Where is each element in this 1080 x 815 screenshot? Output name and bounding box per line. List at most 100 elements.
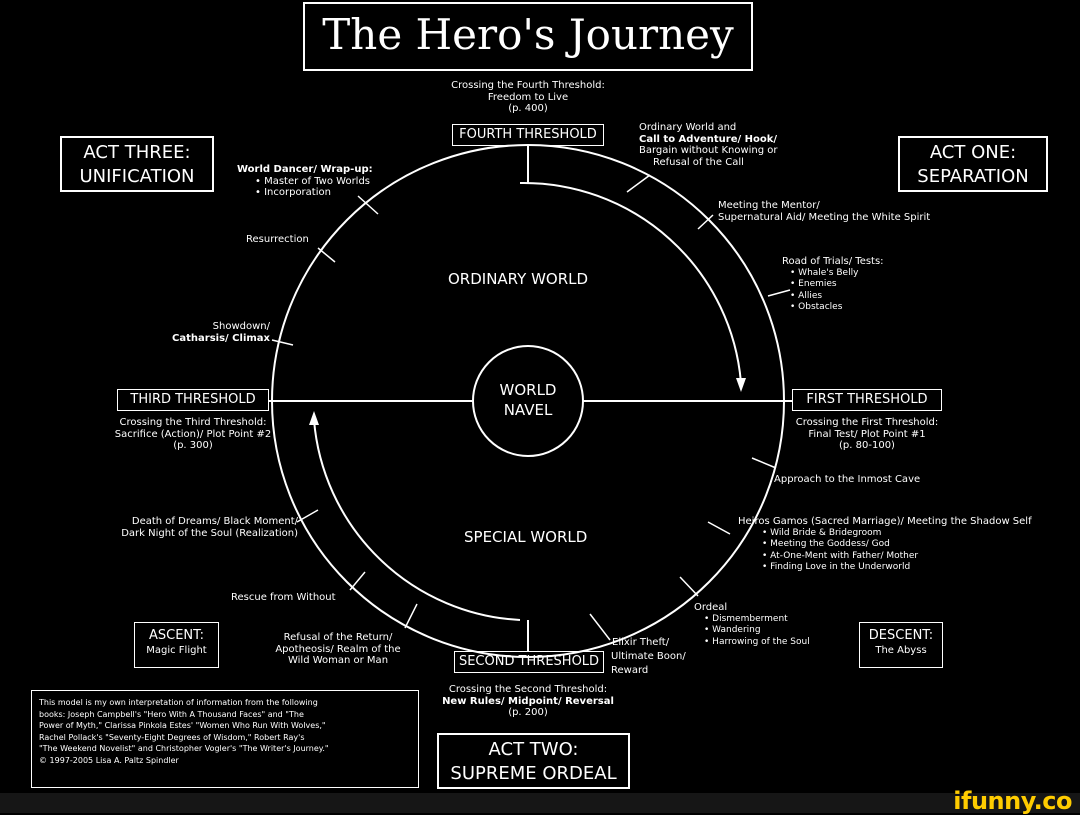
list-item: Wandering [704,625,834,637]
descent-sub: The Abyss [875,645,927,656]
arc-act-one [519,181,742,384]
stage-line: Death of Dreams/ Black Moment/ [131,516,298,527]
stage-ultimate-boon: Ultimate Boon/ [611,651,686,662]
ordeal-list: Dismemberment Wandering Harrowing of the… [694,614,834,649]
third-desc-line: (p. 300) [173,440,213,451]
list-item: Finding Love in the Underworld [762,562,1058,574]
stage-mentor: Meeting the Mentor/ Supernatural Aid/ Me… [718,200,978,223]
act-two-box: ACT TWO: SUPREME ORDEAL [437,733,630,789]
stage-world-dancer: World Dancer/ Wrap-up: Master of Two Wor… [237,164,407,199]
third-threshold-label: THIRD THRESHOLD [130,392,256,407]
fourth-desc-line: Crossing the Fourth Threshold: [451,80,605,91]
stage-death-of-dreams: Death of Dreams/ Black Moment/ Dark Nigh… [90,516,298,539]
stage-elixir-theft: Elixir Theft/ [612,637,670,648]
list-item: Dismemberment [704,614,834,626]
ordinary-world-label: ORDINARY WORLD [448,270,589,288]
act-three-line2: UNIFICATION [79,166,195,187]
stage-hieros-gamos: Heiros Gamos (Sacred Marriage)/ Meeting … [738,516,1058,574]
list-item: Incorporation [255,187,407,199]
ordeal-title: Ordeal [694,602,728,613]
act-one-line2: SEPARATION [917,166,1029,187]
stage-resurrection: Resurrection [246,234,309,245]
second-desc-line: (p. 200) [508,707,548,718]
credit-line: © 1997-2005 Lisa A. Paltz Spindler [39,755,179,765]
descent-title: DESCENT: [868,628,934,643]
second-threshold-desc: Crossing the Second Threshold: New Rules… [428,684,628,719]
first-threshold-desc: Crossing the First Threshold: Final Test… [767,417,967,452]
title-box: The Hero's Journey [303,2,753,71]
stage-road-of-trials: Road of Trials/ Tests: Whale's Belly Ene… [782,256,922,314]
hieros-list: Wild Bride & Bridegroom Meeting the Godd… [738,528,1058,574]
ascent-sub: Magic Flight [146,645,207,656]
stage-line: Refusal of the Return/ [283,632,393,643]
stage-line: Supernatural Aid/ Meeting the White Spir… [718,211,931,223]
fourth-threshold-box: FOURTH THRESHOLD [452,124,604,146]
page-title: The Hero's Journey [322,10,734,59]
stage-line: Bargain without Knowing or [639,145,778,156]
stage-line: Apotheosis/ Realm of the [275,643,401,655]
hieros-title: Heiros Gamos (Sacred Marriage)/ Meeting … [738,516,1032,527]
credit-line: Power of Myth," Clarissa Pinkola Estes' … [39,721,326,730]
credit-line: This model is my own interpretation of i… [39,698,318,707]
first-threshold-box: FIRST THRESHOLD [792,389,942,411]
act-one-box: ACT ONE: SEPARATION [898,136,1048,192]
world-dancer-list: Master of Two Worlds Incorporation [237,176,407,199]
list-item: Allies [790,291,922,303]
special-world-label: SPECIAL WORLD [464,528,588,546]
stage-ticks [271,174,791,641]
list-item: At-One-Ment with Father/ Mother [762,551,1058,563]
act-three-line1: ACT THREE: [83,142,191,163]
fourth-threshold-label: FOURTH THRESHOLD [459,127,597,142]
stage-line: Dark Night of the Soul (Realization) [121,527,298,539]
first-desc-line: (p. 80-100) [839,440,895,451]
stage-line: Catharsis/ Climax [172,332,270,344]
stage-reward: Reward [611,665,649,676]
act-two-line2: SUPREME ORDEAL [450,763,617,784]
arrow-up-icon [309,411,319,425]
list-item: Master of Two Worlds [255,176,407,188]
credit-line: Rachel Pollack's "Seventy-Eight Degrees … [39,732,305,742]
second-threshold-box: SECOND THRESHOLD [454,651,604,673]
third-desc-line: Crossing the Third Threshold: [119,417,267,428]
fourth-desc-line: (p. 400) [508,103,548,114]
footer-bar [0,793,1080,813]
list-item: Wild Bride & Bridegroom [762,528,1058,540]
stage-line: Call to Adventure/ Hook/ [639,133,778,145]
stage-line: Wild Woman or Man [287,655,389,666]
first-desc-line: Final Test/ Plot Point #1 [808,428,926,440]
list-item: Harrowing of the Soul [704,637,834,649]
arc-act-two [313,419,521,621]
credit-text: This model is my own interpretation of i… [39,697,411,766]
stage-ordeal: Ordeal Dismemberment Wandering Harrowing… [694,602,834,648]
stage-line: Showdown/ [212,321,270,332]
stage-line: Meeting the Mentor/ [718,200,820,211]
stage-line: Refusal of the Call [653,156,744,168]
world-navel-label: WORLD NAVEL [478,380,578,420]
ascent-box: ASCENT: Magic Flight [134,622,219,668]
stage-refusal-of-return: Refusal of the Return/ Apotheosis/ Realm… [268,632,408,667]
watermark-logo: ifunny.co [953,787,1072,815]
third-threshold-desc: Crossing the Third Threshold: Sacrifice … [93,417,293,452]
trials-list: Whale's Belly Enemies Allies Obstacles [782,268,922,314]
stage-rescue: Rescue from Without [231,592,336,603]
world-navel-line2: NAVEL [503,401,553,419]
fourth-threshold-desc: Crossing the Fourth Threshold: Freedom t… [428,80,628,115]
list-item: Obstacles [790,302,922,314]
credit-line: "The Weekend Novelist" and Christopher V… [39,744,329,753]
credit-line: books: Joseph Campbell's "Hero With A Th… [39,709,304,719]
world-dancer-title: World Dancer/ Wrap-up: [237,164,373,175]
act-two-line1: ACT TWO: [488,739,579,760]
act-three-box: ACT THREE: UNIFICATION [60,136,214,192]
stage-approach: Approach to the Inmost Cave [774,474,921,485]
list-item: Whale's Belly [790,268,922,280]
ascent-title: ASCENT: [148,628,205,643]
world-navel-line1: WORLD [499,381,557,399]
first-threshold-label: FIRST THRESHOLD [806,392,928,407]
second-desc-line: New Rules/ Midpoint/ Reversal [442,695,614,707]
third-threshold-box: THIRD THRESHOLD [117,389,269,411]
act-one-line1: ACT ONE: [929,142,1017,163]
arrow-down-icon [736,378,746,392]
descent-box: DESCENT: The Abyss [859,622,943,668]
credit-box: This model is my own interpretation of i… [31,690,419,788]
second-desc-line: Crossing the Second Threshold: [448,684,608,695]
